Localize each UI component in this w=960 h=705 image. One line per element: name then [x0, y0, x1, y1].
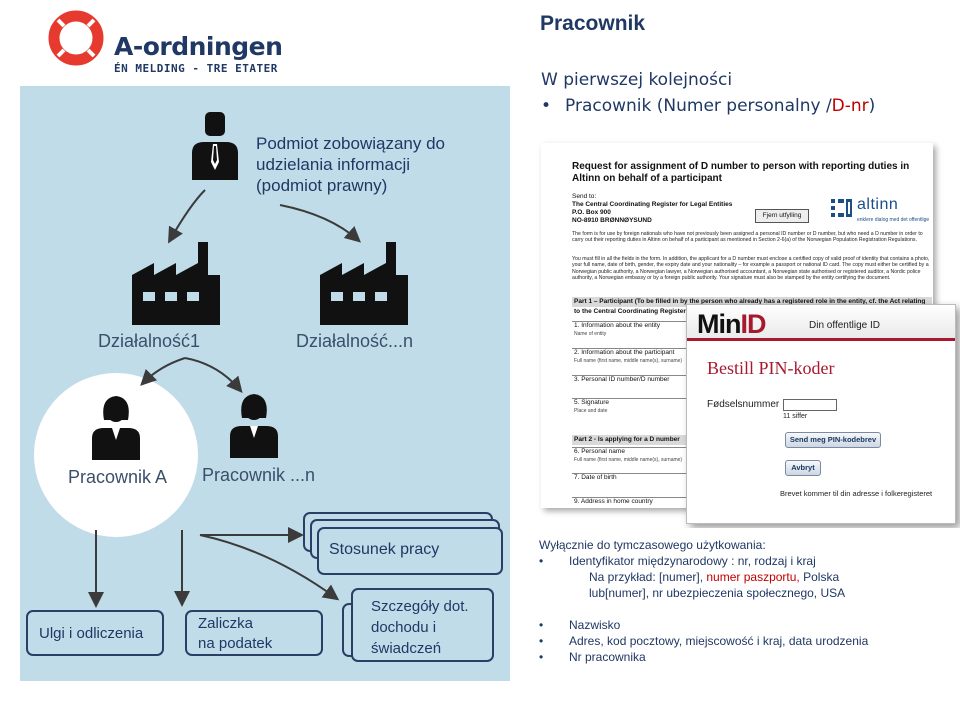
example-suffix: Polska	[799, 570, 840, 584]
field-participant-sub: Full name (first name, middle name(s), s…	[574, 358, 683, 364]
intro-bullet-text: Pracownik (Numer personalny /	[565, 96, 832, 116]
form-field-personal-name[interactable]: 6. Personal name Full name (first name, …	[572, 447, 692, 464]
cancel-button[interactable]: Avbryt	[785, 460, 821, 476]
income-details-box: Szczegóły dot. dochodu i świadczeń	[351, 588, 494, 662]
field-personal-name-sub: Full name (first name, middle name(s), s…	[574, 457, 683, 463]
send-to-label: Send to:	[572, 193, 597, 200]
field-signature-sub: Place and date	[574, 408, 608, 414]
minid-logo-prefix: Min	[697, 309, 741, 339]
minid-footnote: Brevet kommer til din adresse i folkereg…	[780, 489, 933, 498]
altinn-slogan: enklere dialog med det offentlige	[857, 217, 930, 223]
form-field-entity[interactable]: 1. Information about the entity Name of …	[572, 321, 692, 338]
logo-name: A-ordningen	[114, 32, 283, 61]
minid-tagline: Din offentlige ID	[809, 320, 880, 331]
intro-bullet-accent: D-nr	[831, 96, 869, 116]
activity-n-label: Działalność...n	[296, 331, 414, 351]
info-identifier-text: Identyfikator międzynarodowy : nr, rodza…	[569, 554, 816, 568]
send-pin-letter-button[interactable]: Send meg PIN-kodebrev	[785, 432, 881, 448]
minid-header: MinID Din offentlige ID	[687, 305, 955, 341]
activity-1-label: Działalność1	[98, 331, 201, 351]
form-send-to: Send to: The Central Coordinating Regist…	[572, 193, 732, 225]
field-entity-label: 1. Information about the entity	[574, 322, 660, 329]
field-participant-label: 2. Information about the participant	[574, 349, 675, 356]
employment-relation-box: Stosunek pracy	[317, 527, 503, 575]
form-field-personal-id[interactable]: 3. Personal ID number/D number	[572, 375, 692, 384]
bullet-icon: •	[539, 618, 544, 632]
bullet-icon: •	[539, 554, 544, 568]
logo-tagline: ÉN MELDING - TRE ETATER	[114, 62, 278, 75]
info-bullet-employee-number: • Nr pracownika	[539, 649, 646, 665]
field-signature-label: 5. Signature	[574, 399, 610, 406]
intro-bullet: • Pracownik (Numer personalny /D-nr)	[541, 96, 875, 116]
minid-logo-suffix: ID	[740, 309, 767, 339]
minid-heading: Bestill PIN-koder	[707, 358, 835, 378]
form-title: Request for assignment of D number to pe…	[572, 161, 910, 184]
employee-n-label: Pracownik ...n	[202, 465, 316, 485]
send-to-box: P.O. Box 900	[572, 209, 611, 216]
clear-form-button[interactable]: Fjern utfylling	[755, 209, 809, 223]
example-prefix: Na przykład: [numer],	[589, 570, 707, 584]
employee-a-label: Pracownik A	[68, 467, 168, 487]
form-field-participant[interactable]: 2. Information about the participant Ful…	[572, 348, 692, 365]
form-field-home-address[interactable]: 9. Address in home country	[572, 497, 692, 506]
bullet-icon: •	[541, 96, 552, 116]
birth-number-input[interactable]	[783, 399, 837, 411]
advance-tax-line-1: Zaliczka	[198, 615, 254, 632]
form-field-date-of-birth[interactable]: 7. Date of birth	[572, 473, 692, 482]
advance-tax-line-2: na podatek	[198, 635, 273, 652]
intro-bullet-end: )	[868, 96, 876, 116]
form-instructions-paragraph: You must fill in all the fields in the f…	[572, 256, 930, 282]
temporary-use-info-panel: Wyłącznie do tymczasowego użytkowania: •…	[530, 528, 960, 681]
send-to-org: The Central Coordinating Register for Le…	[572, 201, 733, 208]
info-example-line-2: lub[numer], nr ubezpieczenia społecznego…	[589, 586, 846, 600]
deductions-box: Ulgi i odliczenia	[26, 610, 164, 656]
info-heading: Wyłącznie do tymczasowego użytkowania:	[539, 538, 766, 552]
info-address-text: Adres, kod pocztowy, miejscowość i kraj,…	[569, 634, 869, 648]
altinn-logo-icon	[831, 199, 852, 217]
info-bullet-identifier: • Identyfikator międzynarodowy : nr, rodz…	[539, 553, 816, 569]
form-part-2-header: Part 2 - Is applying for a D number	[572, 435, 692, 445]
a-ordningen-logo	[46, 6, 286, 78]
form-field-signature[interactable]: 5. Signature Place and date	[572, 398, 692, 415]
birth-number-label: Fødselsnummer	[707, 399, 780, 410]
intro-text: W pierwszej kolejności	[541, 70, 733, 90]
legal-entity-label: Podmiot zobowiązany do udzielania inform…	[256, 134, 446, 195]
info-surname-text: Nazwisko	[569, 618, 621, 632]
bullet-icon: •	[539, 650, 544, 664]
example-accent: numer paszportu,	[706, 570, 800, 584]
info-example-line-1: Na przykład: [numer], numer paszportu, P…	[589, 569, 839, 585]
field-personal-name-label: 6. Personal name	[574, 448, 625, 455]
send-to-city: NO-8910 BRØNNØYSUND	[572, 217, 652, 224]
logo-ring-icon	[48, 10, 104, 66]
altinn-name: altinn	[857, 196, 899, 213]
info-employee-number-text: Nr pracownika	[569, 650, 646, 664]
field-entity-sub: Name of entity	[574, 331, 607, 337]
minid-logo: MinID	[697, 309, 767, 340]
form-intro-paragraph: The form is for use by foreign nationals…	[572, 231, 923, 244]
birth-number-hint: 11 siffer	[783, 413, 808, 420]
section-title: Pracownik	[540, 12, 646, 35]
minid-pin-order-dialog: MinID Din offentlige ID Bestill PIN-kode…	[686, 304, 956, 524]
bullet-icon: •	[539, 634, 544, 648]
info-bullet-surname: • Nazwisko	[539, 617, 620, 633]
advance-tax-box: Zaliczka na podatek	[185, 610, 323, 656]
info-bullet-address: • Adres, kod pocztowy, miejscowość i kraj…	[539, 633, 868, 649]
